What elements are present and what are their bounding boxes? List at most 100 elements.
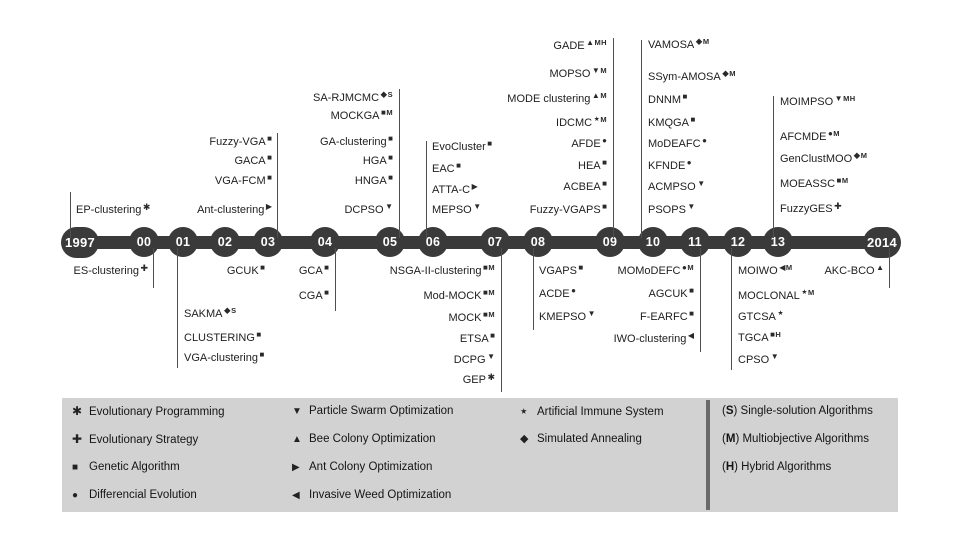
algo-name: MOEASSC (780, 178, 836, 190)
algo-name: MOCKGA (330, 110, 380, 122)
algo-mepso: MEPSO▼ (432, 202, 481, 218)
year-marker-08: 08 (523, 227, 553, 257)
algo-name: IWO-clustering (613, 333, 687, 345)
algo-name: ACMPSO (648, 181, 696, 193)
pso-symbol-icon: ▼ (591, 66, 600, 75)
bco-symbol-icon: ▲ (292, 434, 302, 445)
algo-name: CLUSTERING (184, 332, 255, 344)
year-marker-1997: 1997 (61, 226, 99, 258)
legend-panel (62, 398, 898, 512)
year-marker-09: 09 (595, 227, 625, 257)
ep-symbol-icon: ✱ (142, 202, 151, 212)
leader-line-above-1997 (70, 192, 71, 238)
algo-name: AFCMDE (780, 131, 827, 143)
algo-gcuk: GCUK■ (226, 263, 265, 279)
algo-name: MEPSO (432, 204, 472, 216)
ga-symbol-icon: ■ (388, 173, 393, 182)
legend-item-invasive-weed-optimization: ◀Invasive Weed Optimization (292, 489, 452, 501)
ais-symbol-icon: ⋆ (520, 404, 528, 418)
legend-item-evolutionary-strategy: ✚Evolutionary Strategy (72, 432, 199, 446)
leader-line-below-08 (533, 248, 534, 330)
pso-symbol-icon: ▼ (587, 309, 596, 318)
algo-es-clustering: ES-clustering✚ (74, 263, 148, 278)
algo-name: AFDE (571, 138, 601, 150)
algo-clustering: CLUSTERING■ (184, 330, 262, 346)
de-symbol-icon: ● (827, 129, 833, 138)
sa-symbol-icon: ◆ (380, 89, 388, 99)
algo-name: GACA (234, 155, 266, 167)
ga-symbol-icon: ■ (324, 288, 329, 297)
algo-evocluster: EvoCluster■ (432, 139, 493, 155)
algo-acbea: ACBEA■ (563, 179, 607, 195)
algo-moiwo: MOIWO◀M (738, 262, 793, 279)
legend-item-m-multiobjective-algorithms: (M) Multiobjective Algorithms (722, 433, 870, 445)
year-marker-2014: 2014 (863, 226, 901, 258)
iwo-symbol-icon: ◀ (292, 490, 300, 501)
algo-name: MoDEAFC (648, 138, 701, 150)
ais-symbol-icon: ⋆ (777, 308, 784, 319)
algo-name: GCUK (226, 265, 259, 277)
pso-symbol-icon: ▼ (834, 94, 843, 103)
algo-mock: MOCK■M (449, 309, 496, 326)
leader-line-above-10 (641, 40, 642, 238)
algo-sakma: SAKMA◆S (184, 305, 236, 322)
year-marker-12: 12 (723, 227, 753, 257)
leader-line-below-07 (501, 248, 502, 392)
sa-symbol-icon: ◆ (224, 305, 231, 315)
algo-name: DCPSO (344, 204, 384, 216)
ga-symbol-icon: ■ (487, 139, 493, 148)
algo-hnga: HNGA■ (355, 173, 393, 189)
algo-superscript: M (833, 128, 840, 138)
year-marker-13: 13 (763, 227, 793, 257)
algo-superscript: MH (594, 37, 607, 47)
aco-symbol-icon: ▶ (471, 182, 478, 191)
legend-item-h-hybrid-algorithms: (H) Hybrid Algorithms (722, 461, 832, 473)
algo-name: MOMoDEFC (617, 265, 681, 277)
de-symbol-icon: ● (702, 136, 707, 145)
pso-symbol-icon: ▼ (770, 352, 779, 361)
algo-name: GA-clustering (320, 136, 387, 148)
ga-symbol-icon: ■ (260, 263, 265, 272)
algo-name: GTCSA (738, 311, 776, 323)
ga-symbol-icon: ■ (381, 108, 386, 117)
algo-moclonal: MOCLONAL⋆M (738, 287, 815, 304)
ais-symbol-icon: ⋆ (593, 114, 600, 125)
algo-name: GCA (298, 265, 323, 277)
algo-afcmde: AFCMDE●M (780, 128, 840, 145)
de-symbol-icon: ● (72, 490, 79, 501)
algo-name: Fuzzy-VGAPS (529, 204, 601, 216)
legend-divider (706, 400, 710, 510)
de-symbol-icon: ● (686, 158, 692, 167)
algo-iwo-clustering: IWO-clustering◀ (613, 331, 694, 347)
algo-afde: AFDE● (571, 136, 607, 152)
ga-symbol-icon: ■ (259, 350, 265, 359)
algo-modeafc: MoDEAFC● (648, 136, 707, 152)
ga-symbol-icon: ■ (256, 330, 262, 339)
algo-name: MOCLONAL (738, 290, 800, 302)
algo-sa-rjmcmc: SA-RJMCMC◆S (313, 89, 393, 106)
legend-item-ant-colony-optimization: ▶Ant Colony Optimization (292, 461, 433, 473)
algo-name: SA-RJMCMC (313, 92, 380, 104)
legend-item-simulated-annealing: ◆Simulated Annealing (520, 433, 642, 445)
ga-symbol-icon: ■ (483, 263, 488, 272)
algo-acde: ACDE● (539, 286, 576, 302)
algo-superscript: M (600, 65, 607, 75)
algo-name: MODE clustering (507, 93, 591, 105)
algo-name: ATTA-C (432, 184, 471, 196)
algo-name: VGA-clustering (184, 352, 258, 364)
legend-item-differencial-evolution: ●Differencial Evolution (72, 489, 197, 501)
leader-line-below-11 (700, 248, 701, 352)
algo-superscript: M (785, 262, 793, 272)
algo-dcpg: DCPG▼ (454, 352, 495, 368)
algo-name: CGA (298, 290, 323, 302)
algo-dcpso: DCPSO▼ (344, 202, 393, 218)
algo-name: GenClustMOO (780, 153, 853, 165)
algo-hga: HGA■ (363, 153, 393, 169)
algo-gaca: GACA■ (234, 153, 272, 169)
algo-superscript: M (488, 309, 495, 319)
es-symbol-icon: ✚ (140, 263, 148, 273)
algo-name: MOIMPSO (780, 96, 834, 108)
sa-symbol-icon: ◆ (520, 433, 529, 445)
algo-f-earfc: F-EARFC■ (640, 309, 694, 325)
